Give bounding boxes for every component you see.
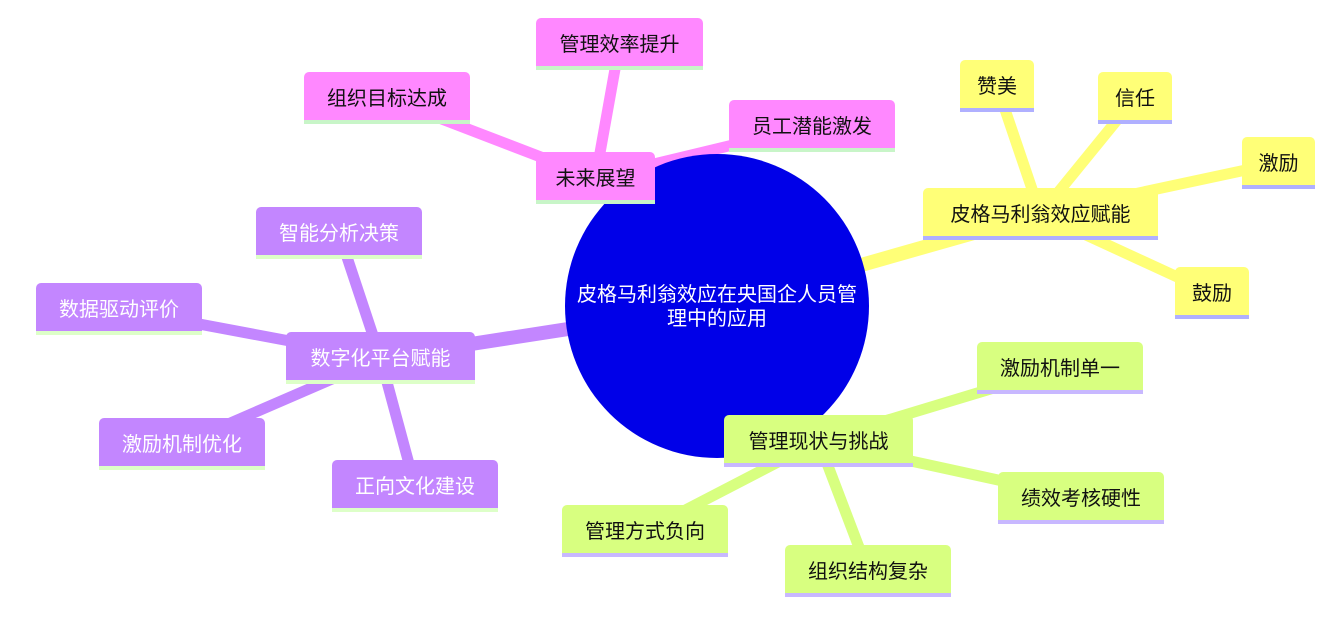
node-positive-culture[interactable]: 正向文化建设 (332, 460, 498, 512)
node-org-goals[interactable]: 组织目标达成 (304, 72, 470, 124)
branch-future[interactable]: 未来展望 (536, 152, 655, 204)
node-encourage[interactable]: 鼓励 (1175, 267, 1249, 319)
node-incentive[interactable]: 激励 (1242, 137, 1315, 189)
node-label: 赞美 (977, 73, 1017, 98)
root-label: 皮格马利翁效应在央国企人员管理中的应用 (577, 282, 857, 330)
node-label: 员工潜能激发 (752, 113, 872, 138)
node-rigid-appraisal[interactable]: 绩效考核硬性 (998, 472, 1164, 524)
node-label: 组织结构复杂 (808, 558, 928, 583)
node-label: 组织目标达成 (327, 85, 447, 110)
node-data-driven[interactable]: 数据驱动评价 (36, 283, 202, 335)
node-label: 数字化平台赋能 (310, 345, 451, 370)
node-trust[interactable]: 信任 (1098, 72, 1172, 124)
node-label: 激励 (1258, 150, 1299, 175)
node-label: 正向文化建设 (355, 473, 475, 498)
node-label: 绩效考核硬性 (1021, 485, 1141, 510)
branch-digital[interactable]: 数字化平台赋能 (286, 332, 475, 384)
node-label: 智能分析决策 (279, 220, 399, 245)
node-label: 激励机制单一 (1000, 355, 1120, 380)
node-negative-management[interactable]: 管理方式负向 (562, 505, 728, 557)
node-smart-analysis[interactable]: 智能分析决策 (256, 207, 422, 259)
node-single-incentive[interactable]: 激励机制单一 (977, 342, 1143, 394)
node-label: 皮格马利翁效应赋能 (950, 201, 1131, 226)
branch-pygmalion[interactable]: 皮格马利翁效应赋能 (923, 188, 1158, 240)
branch-status[interactable]: 管理现状与挑战 (724, 415, 913, 467)
node-label: 管理方式负向 (585, 518, 705, 543)
node-praise[interactable]: 赞美 (960, 60, 1034, 112)
root-node[interactable]: 皮格马利翁效应在央国企人员管理中的应用 (565, 154, 869, 458)
node-label: 未来展望 (555, 165, 636, 190)
node-label: 激励机制优化 (122, 431, 242, 456)
node-efficiency[interactable]: 管理效率提升 (536, 18, 703, 70)
node-label: 数据驱动评价 (59, 296, 179, 321)
node-label: 管理现状与挑战 (748, 428, 889, 453)
node-complex-structure[interactable]: 组织结构复杂 (785, 545, 951, 597)
node-label: 管理效率提升 (559, 31, 680, 56)
node-incentive-optimization[interactable]: 激励机制优化 (99, 418, 265, 470)
node-potential[interactable]: 员工潜能激发 (729, 100, 895, 152)
node-label: 鼓励 (1192, 280, 1232, 305)
node-label: 信任 (1115, 85, 1155, 110)
